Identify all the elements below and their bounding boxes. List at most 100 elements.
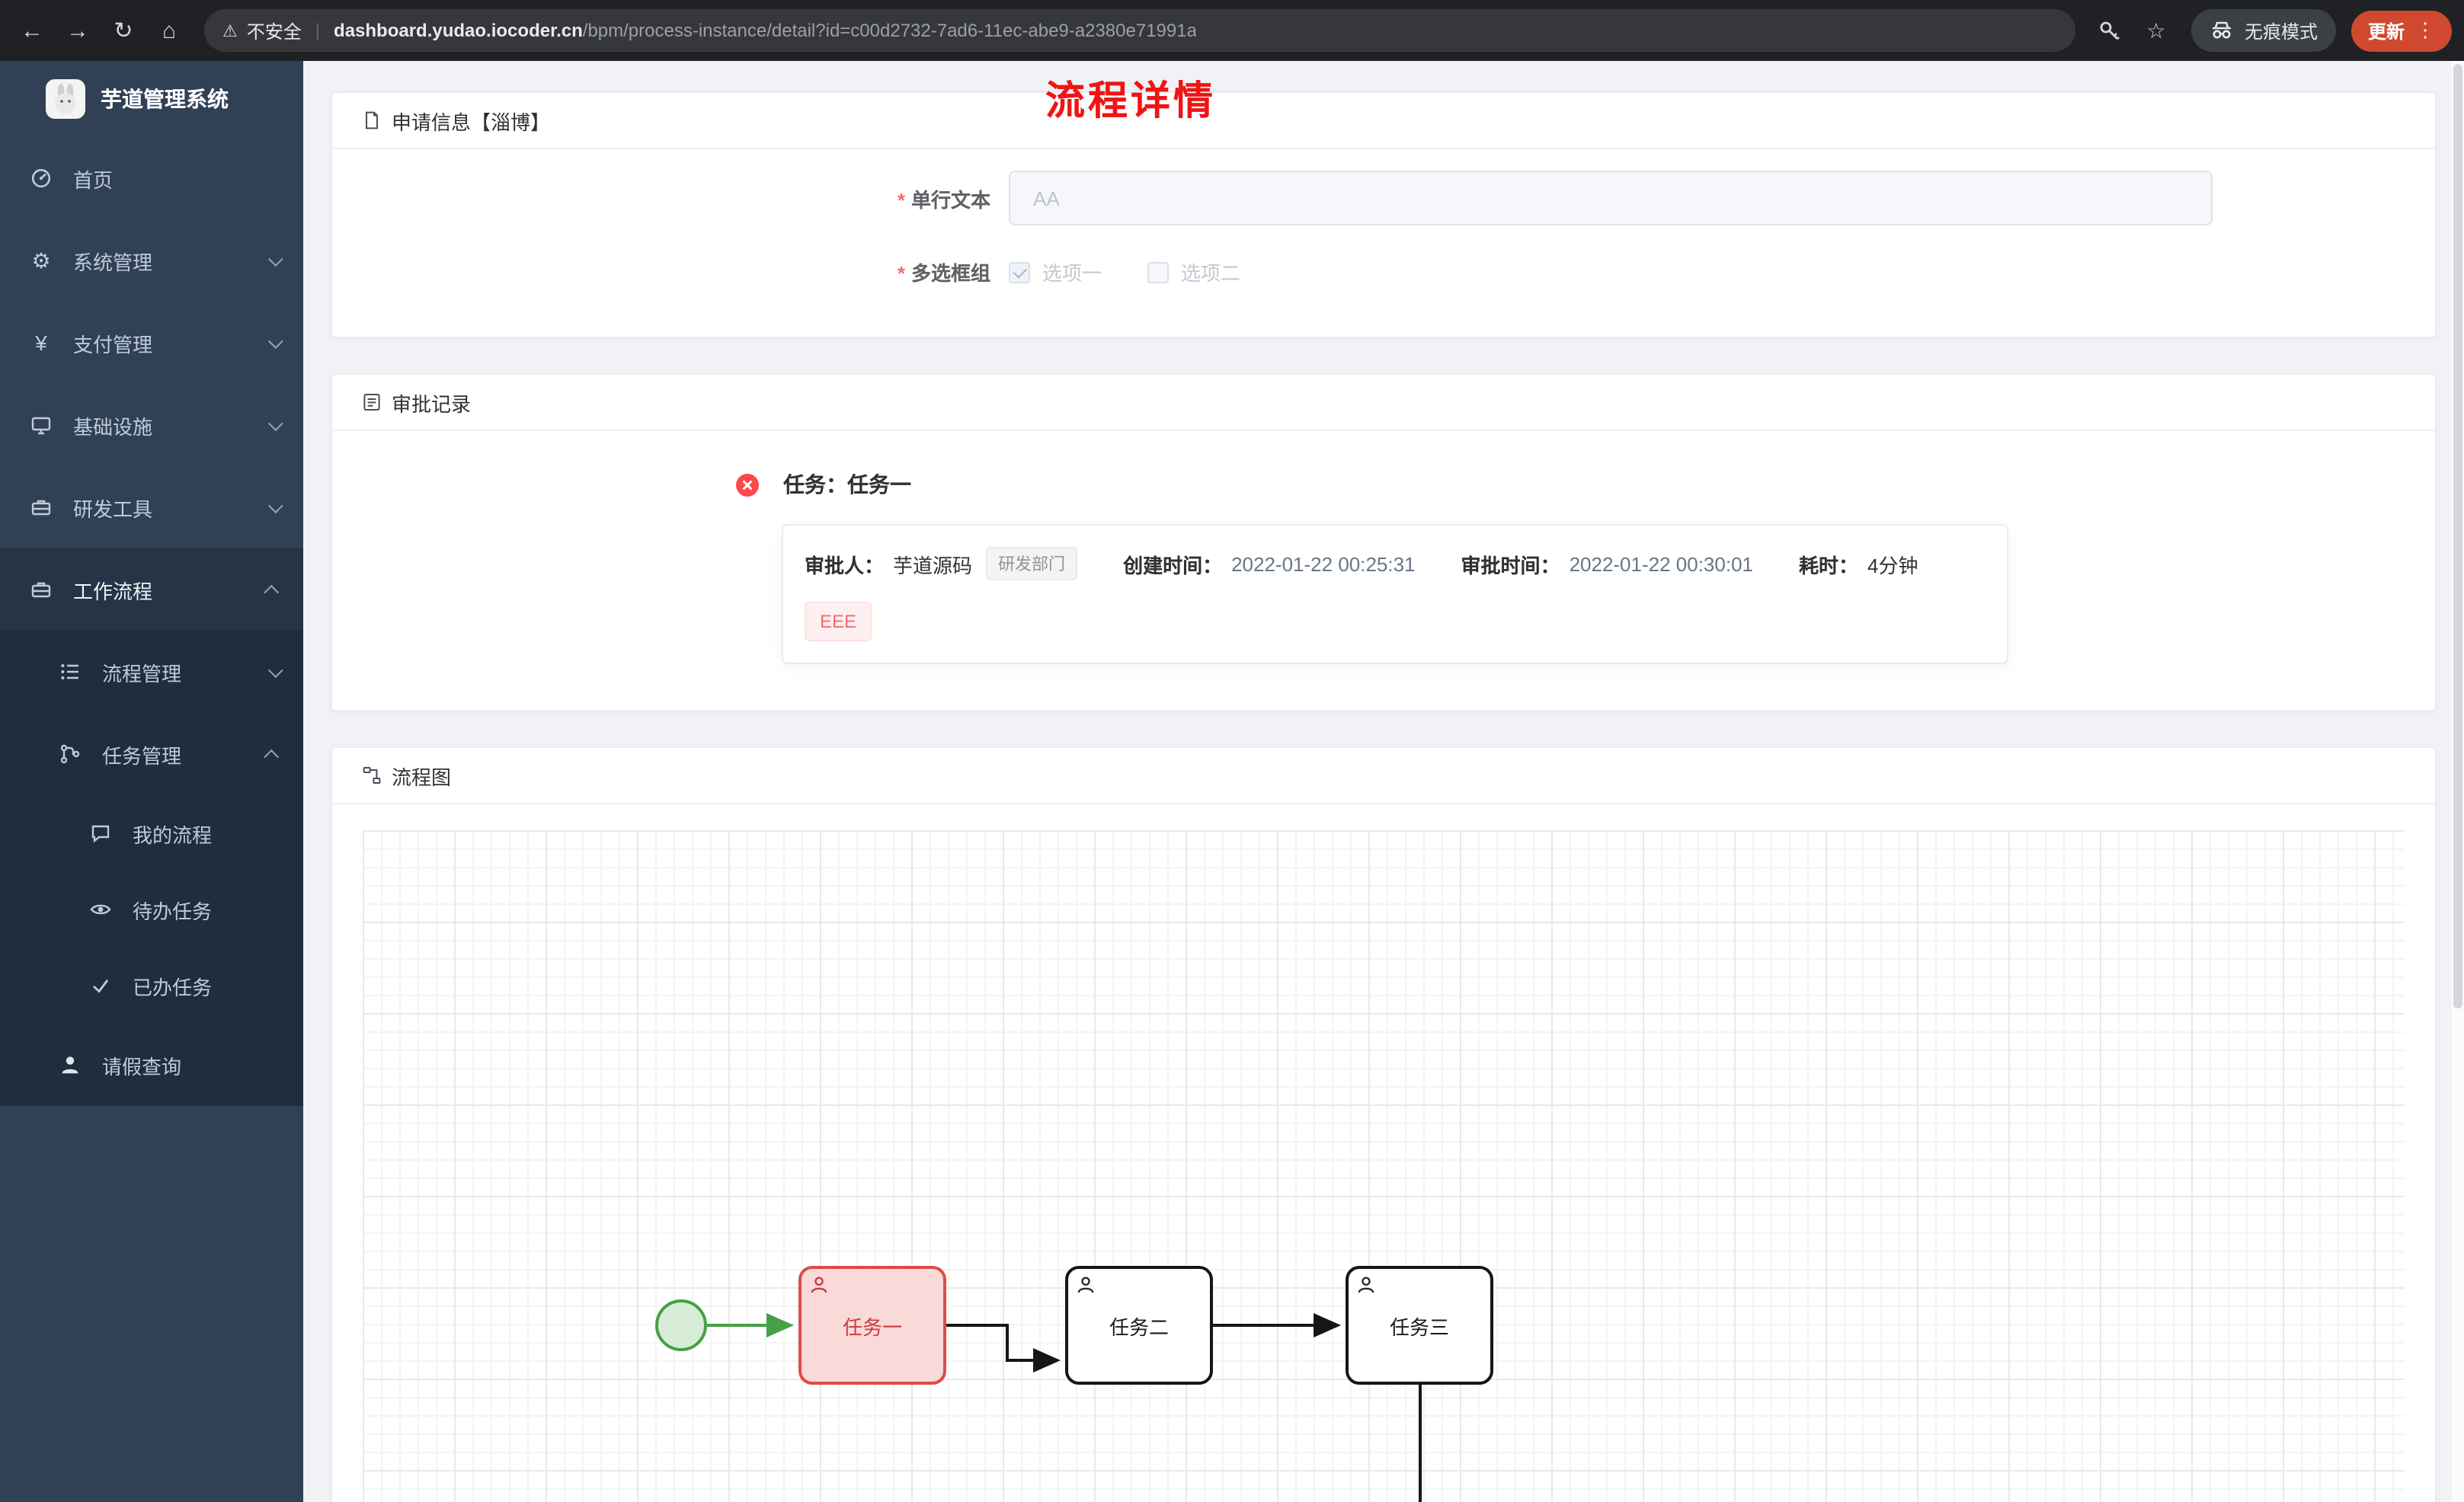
chevron-down-icon [267,251,283,267]
task-node-1[interactable]: 任务一 [798,1266,946,1385]
approver-group: 审批人：芋道源码 研发部门 [805,547,1078,580]
user-task-icon [1356,1275,1376,1295]
sidebar-item-label: 任务管理 [102,744,182,767]
address-divider: | [315,20,321,41]
dept-tag: 研发部门 [986,547,1078,580]
sidebar-item-payment[interactable]: ¥ 支付管理 [0,302,303,384]
security-label: 不安全 [246,21,302,42]
sidebar-item-process-mgmt[interactable]: 流程管理 [0,631,303,713]
task-node-3[interactable]: 任务三 [1346,1266,1493,1385]
diagram-icon [363,766,381,785]
sidebar-item-leave-query[interactable]: 请假查询 [0,1024,303,1106]
duration-group: 耗时：4分钟 [1799,549,1918,578]
sidebar-item-done-tasks[interactable]: 已办任务 [0,948,303,1024]
sidebar-item-label: 已办任务 [133,976,213,999]
person-icon [58,1054,82,1075]
key-icon[interactable] [2091,11,2130,50]
app-logo: 芋道管理系统 [0,61,303,137]
eye-icon [88,899,113,920]
sidebar-item-task-mgmt[interactable]: 任务管理 [0,713,303,795]
apply-card-title: 申请信息【淄博】 [392,110,551,133]
form-row-checkbox: *多选框组 选项一 选项二 [363,257,2405,286]
branch-icon [58,743,82,765]
chevron-down-icon [267,497,283,513]
approved-time: 2022-01-22 00:30:01 [1569,552,1753,575]
app-logo-avatar [46,79,85,119]
chevron-down-icon [267,662,283,678]
checkbox-option-1: 选项一 [1009,257,1102,286]
scrollbar-track[interactable] [2452,61,2464,1502]
approval-detail-row: 审批人：芋道源码 研发部门 创建时间： 2022-01-22 00:25:31 审… [805,547,1986,580]
incognito-profile-chip[interactable]: 无痕模式 [2190,9,2336,52]
browser-chrome: ← → ↻ ⌂ ⚠ 不安全 | dashboard.yudao.iocoder.… [0,0,2464,61]
flow-task1-to-task2 [946,1324,1061,1373]
diagram-card-title: 流程图 [392,765,452,788]
bookmark-star-icon[interactable]: ☆ [2146,18,2166,42]
checkbox-option-2: 选项二 [1147,257,1240,286]
incognito-icon [2212,21,2231,39]
sidebar-item-label: 待办任务 [133,900,213,922]
created-group: 创建时间： 2022-01-22 00:25:31 [1123,549,1415,578]
chevron-down-icon [267,333,283,349]
sidebar-item-label: 首页 [73,168,114,191]
sequence-flows [707,1313,1422,1502]
update-label: 更新 [2367,21,2405,42]
document-icon [363,111,381,129]
monitor-icon [29,414,53,436]
home-icon[interactable]: ⌂ [162,18,177,43]
required-mark: * [897,262,905,285]
sidebar-item-infra[interactable]: 基础设施 [0,384,303,466]
approval-record-card: 审批记录 任务：任务一 审批人：芋道源码 研发部门 [331,373,2437,711]
scrollbar-thumb[interactable] [2453,64,2462,1008]
required-mark: * [897,188,905,211]
duration-label: 耗时： [1799,554,1859,577]
bpmn-canvas[interactable]: 任务一 任务二 任务三 [363,830,2405,1502]
sidebar-item-workflow[interactable]: 工作流程 [0,548,303,631]
task-node-2[interactable]: 任务二 [1065,1266,1213,1385]
sidebar-item-system[interactable]: ⚙ 系统管理 [0,219,303,302]
sidebar: 芋道管理系统 首页 ⚙ 系统管理 ¥ 支付管理 基础设施 [0,61,303,1502]
approved-label: 审批时间： [1461,554,1560,577]
sidebar-item-todo-tasks[interactable]: 待办任务 [0,871,303,948]
created-label: 创建时间： [1123,554,1223,577]
field-label: *单行文本 [897,188,990,211]
timeline-task-row: 任务：任务一 [736,469,2405,500]
chat-bubble-icon [88,823,113,844]
user-task-icon [1076,1275,1096,1295]
sidebar-item-devtools[interactable]: 研发工具 [0,466,303,548]
security-warning-icon: ⚠ [222,22,238,40]
chevron-up-icon [264,583,280,599]
user-task-icon [809,1275,829,1295]
browser-menu-icon[interactable]: ⋮ [2415,18,2435,41]
url-path: /bpm/process-instance/detail?id=c00d2732… [582,20,1197,41]
single-line-text-input [1009,171,2213,225]
gear-icon: ⚙ [31,248,51,272]
record-card-header: 审批记录 [332,375,2435,431]
list-icon [58,661,82,682]
forward-icon[interactable]: → [66,18,89,43]
back-icon[interactable]: ← [21,18,43,43]
sidebar-item-my-process[interactable]: 我的流程 [0,795,303,871]
address-bar[interactable]: ⚠ 不安全 | dashboard.yudao.iocoder.cn/bpm/p… [204,9,2075,52]
yen-icon: ¥ [35,331,47,355]
reload-icon[interactable]: ↻ [114,18,133,44]
created-time: 2022-01-22 00:25:31 [1231,552,1416,575]
checkbox-label: 选项二 [1181,262,1241,285]
record-card-title: 审批记录 [392,392,472,415]
incognito-label: 无痕模式 [2244,21,2318,42]
url-text: dashboard.yudao.iocoder.cn/bpm/process-i… [334,20,1197,41]
sidebar-item-label: 支付管理 [73,333,153,356]
sidebar-item-label: 系统管理 [73,251,153,273]
update-button[interactable]: 更新 ⋮ [2350,10,2452,51]
app-title: 芋道管理系统 [101,87,229,111]
field-label: *多选框组 [897,262,990,285]
workflow-submenu: 流程管理 任务管理 我的流程 待办任务 [0,631,303,1106]
form-row-text: *单行文本 [363,171,2405,225]
approver-label: 审批人： [805,554,885,577]
sidebar-item-label: 请假查询 [102,1055,182,1078]
chevron-up-icon [264,748,280,764]
dashboard-icon [29,168,53,189]
start-event-node[interactable] [655,1299,707,1351]
sidebar-item-home[interactable]: 首页 [0,137,303,219]
